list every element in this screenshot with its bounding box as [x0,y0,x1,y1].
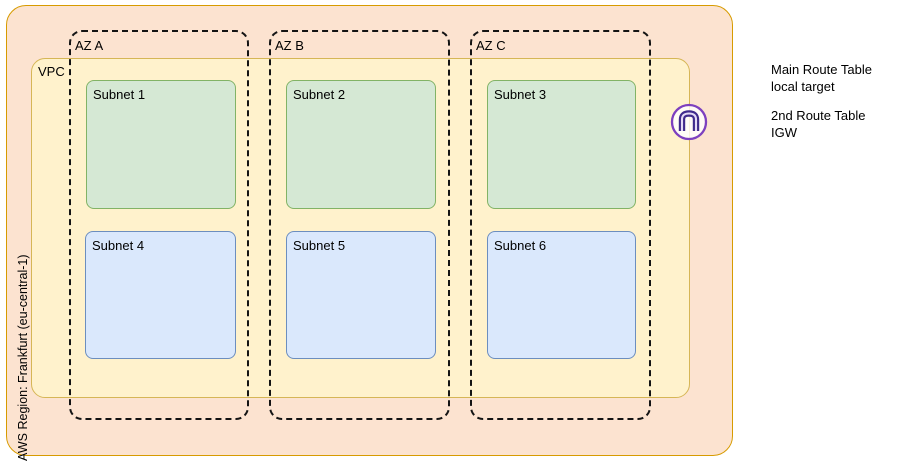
subnet-2-label: Subnet 2 [293,87,346,102]
subnet-2: Subnet 2 [286,80,436,209]
main-route-table-line2: local target [771,79,835,94]
az-c-container: AZ C [470,30,651,420]
az-a-container: AZ A [69,30,249,420]
subnet-4-label: Subnet 4 [92,238,145,253]
az-b-label: AZ B [275,38,304,53]
second-route-table-note: 2nd Route Table IGW [771,107,872,141]
subnet-3: Subnet 3 [487,80,636,209]
subnet-5-label: Subnet 5 [293,238,346,253]
route-table-notes: Main Route Table local target 2nd Route … [771,61,872,153]
second-route-table-line1: 2nd Route Table [771,108,866,123]
internet-gateway-glyph [670,103,708,141]
main-route-table-note: Main Route Table local target [771,61,872,95]
aws-region-label: AWS Region: Frankfurt (eu-central-1) [16,254,30,461]
subnet-5: Subnet 5 [286,231,436,359]
subnet-4: Subnet 4 [85,231,236,359]
internet-gateway-icon [669,102,709,142]
subnet-6-label: Subnet 6 [494,238,547,253]
az-b-container: AZ B [269,30,450,420]
main-route-table-line1: Main Route Table [771,62,872,77]
second-route-table-line2: IGW [771,125,797,140]
az-a-label: AZ A [75,38,104,53]
az-c-label: AZ C [476,38,506,53]
vpc-label: VPC [38,64,65,79]
subnet-1-label: Subnet 1 [93,87,146,102]
subnet-6: Subnet 6 [487,231,636,359]
subnet-1: Subnet 1 [86,80,236,209]
subnet-3-label: Subnet 3 [494,87,547,102]
